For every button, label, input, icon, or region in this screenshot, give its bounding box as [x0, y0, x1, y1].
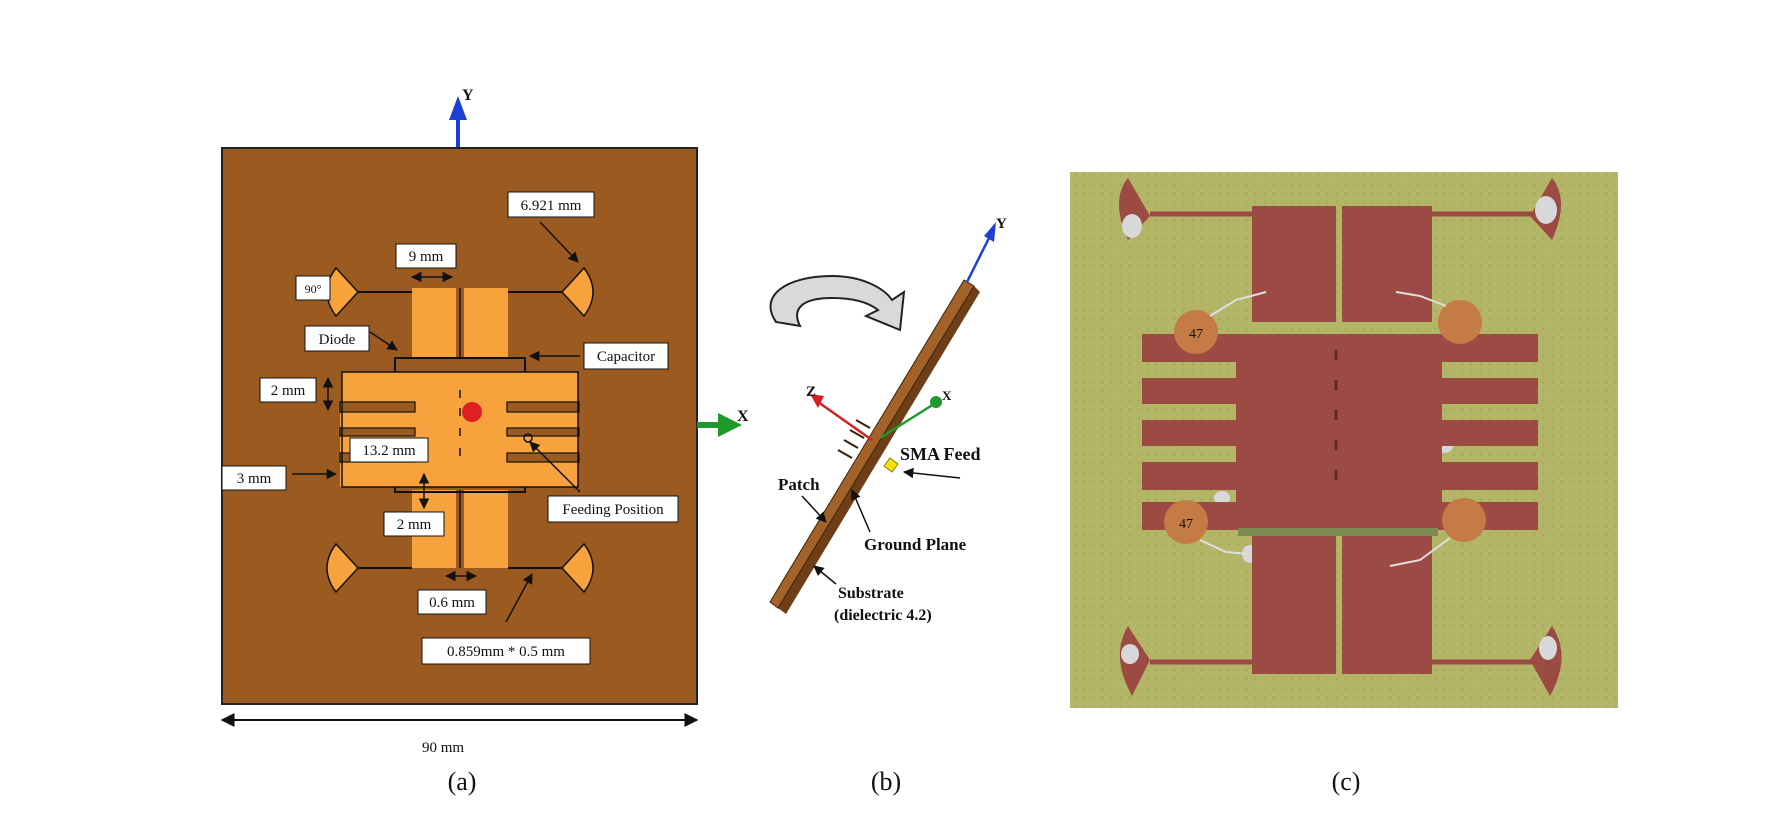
caption-c: (c): [1332, 767, 1361, 796]
rotation-arrow: [769, 274, 906, 332]
label-ground-plane: Ground Plane: [864, 535, 967, 554]
capacitor-bottom-right: [1442, 498, 1486, 542]
label-box-3mm: 3 mm: [221, 465, 287, 491]
label-box-angle: 90°: [295, 275, 331, 301]
b-y-axis-label: Y: [996, 216, 1007, 232]
label-box-diode: Diode: [304, 325, 370, 352]
sma-feed-connector: [883, 457, 899, 473]
arrow-substrate: [813, 565, 837, 585]
pcb-copper-blocks: [1252, 206, 1432, 674]
label-box-06mm: 0.6 mm: [417, 589, 487, 615]
b-z-axis-line: [817, 400, 873, 442]
arrow-sma-feed: [902, 467, 961, 479]
feeding-position-marker: [523, 433, 533, 443]
y-axis-arrowhead: [449, 96, 467, 120]
svg-text:Diode: Diode: [319, 332, 356, 348]
arrow-ground-plane: [850, 489, 871, 533]
svg-text:47: 47: [1179, 517, 1193, 532]
capacitor-leads: [1199, 291, 1451, 567]
label-patch: Patch: [778, 475, 820, 494]
svg-text:9 mm: 9 mm: [409, 249, 444, 265]
patch-blocks: [412, 288, 508, 568]
central-patch-outline: [341, 371, 579, 488]
svg-text:13.2 mm: 13.2 mm: [362, 443, 416, 459]
panel-a: Y X: [220, 87, 749, 796]
substrate-board-tilted: [769, 279, 975, 609]
label-box-2mm-slot: 2 mm: [259, 377, 317, 403]
svg-text:0.6 mm: 0.6 mm: [429, 595, 475, 611]
pcb-central-patch: [1142, 334, 1538, 530]
svg-text:0.859mm * 0.5 mm: 0.859mm * 0.5 mm: [447, 644, 565, 660]
pcb-diode-strip: [1238, 528, 1438, 536]
label-box-feeding: Feeding Position: [547, 495, 679, 523]
stub-lines: [358, 291, 562, 569]
arrow-stub: [505, 573, 533, 623]
connector-brackets: [394, 357, 526, 493]
substrate-side: [778, 286, 980, 614]
label-substrate-dielectric: (dielectric 4.2): [834, 607, 932, 624]
svg-text:6.921 mm: 6.921 mm: [521, 198, 582, 214]
arrow-6921: [539, 221, 579, 263]
svg-text:Feeding Position: Feeding Position: [562, 502, 664, 518]
capacitor-bottom-left: 47: [1164, 500, 1208, 544]
b-y-axis-arrowhead: [984, 222, 996, 242]
caption-a: (a): [448, 767, 477, 796]
svg-text:2 mm: 2 mm: [271, 383, 306, 399]
panel-b: Y Z X SMA Feed Patch Ground Plane Substr…: [769, 216, 1007, 796]
label-box-6921: 6.921 mm: [507, 191, 595, 218]
feed-point-marker: [462, 402, 482, 422]
label-sma-feed: SMA Feed: [900, 444, 981, 464]
x-axis-label: X: [737, 408, 749, 425]
svg-text:Capacitor: Capacitor: [597, 349, 655, 365]
b-x-axis-head: [930, 396, 942, 408]
svg-text:47: 47: [1189, 327, 1203, 342]
pcb-thin-traces: [1150, 211, 1532, 665]
label-box-2mm-lower: 2 mm: [383, 511, 445, 537]
x-axis-arrowhead: [718, 413, 742, 437]
label-total-width: 90 mm: [422, 740, 464, 756]
label-box-13-2mm: 13.2 mm: [349, 437, 429, 463]
radial-stubs: [326, 266, 594, 594]
arrow-feeding: [529, 441, 581, 493]
svg-text:90°: 90°: [305, 282, 322, 296]
b-x-axis-line: [879, 402, 935, 440]
label-box-capacitor: Capacitor: [583, 342, 669, 370]
b-x-axis-label: X: [942, 388, 952, 403]
arrow-patch: [801, 495, 827, 523]
b-z-axis-label: Z: [806, 384, 816, 400]
label-substrate: Substrate: [838, 585, 904, 602]
svg-text:3 mm: 3 mm: [237, 471, 272, 487]
label-box-stub: 0.859mm * 0.5 mm: [421, 637, 591, 665]
y-axis-label: Y: [462, 87, 474, 104]
label-box-9mm: 9 mm: [395, 243, 457, 269]
svg-text:2 mm: 2 mm: [397, 517, 432, 533]
caption-b: (b): [871, 767, 901, 796]
capacitor-top-right: [1438, 300, 1482, 344]
panel-c: 47 47 (c): [1070, 172, 1618, 796]
capacitor-top-left: 47: [1174, 310, 1218, 354]
b-y-axis-line: [965, 235, 992, 283]
arrow-diode: [369, 331, 398, 351]
patch-traces: [837, 419, 871, 459]
b-z-axis-arrowhead: [810, 394, 824, 408]
